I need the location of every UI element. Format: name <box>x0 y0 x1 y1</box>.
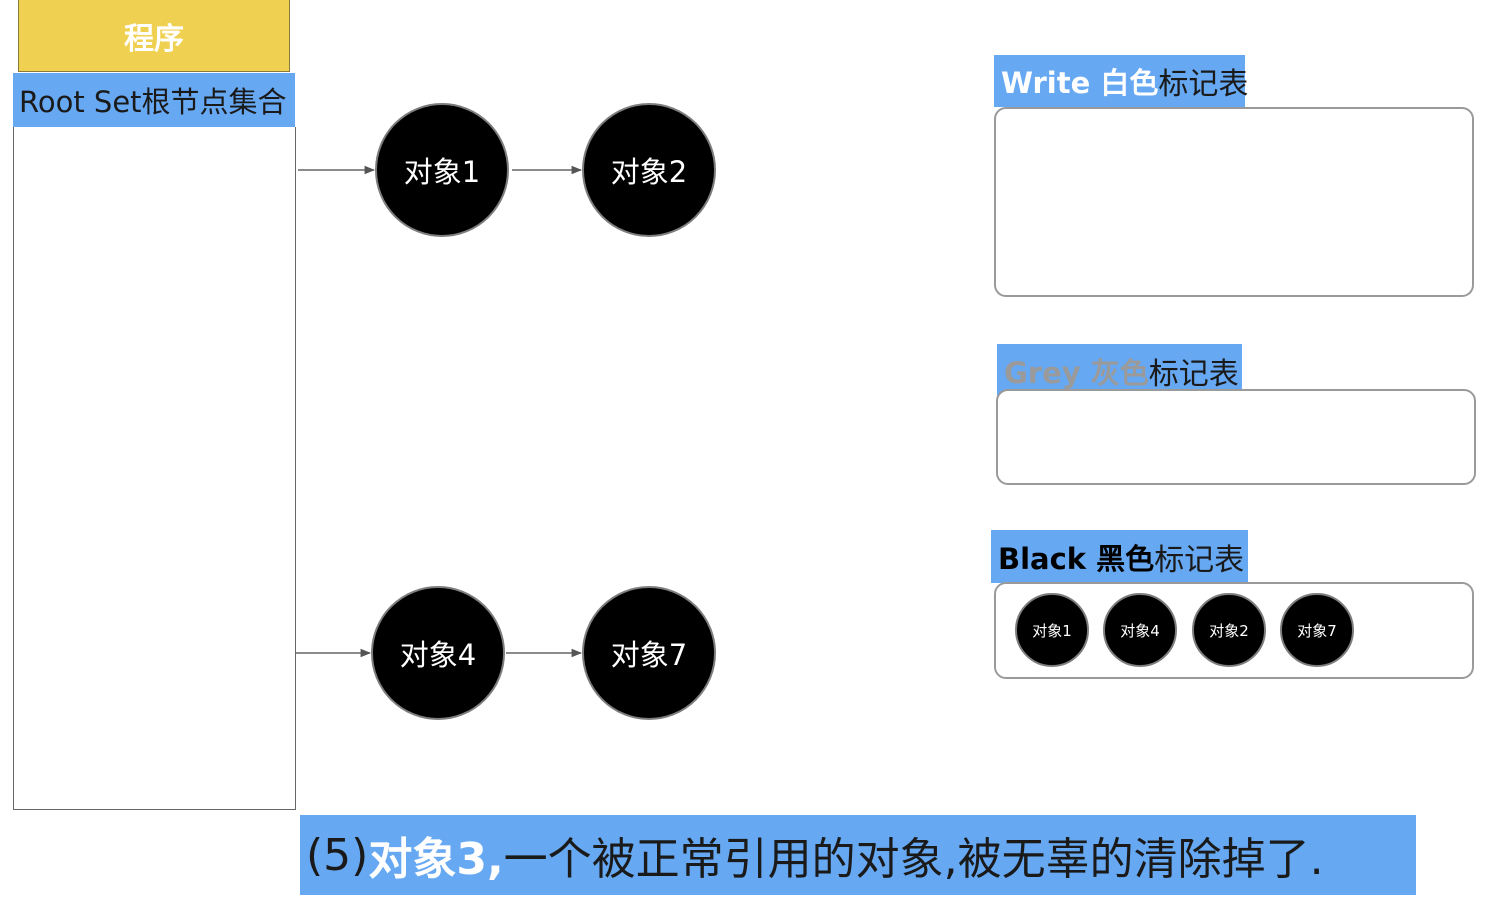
object-node-4: 对象4 <box>371 586 505 720</box>
caption-highlight: 对象3, <box>368 834 504 885</box>
root-set-title: Root Set根节点集合 <box>19 85 287 119</box>
program-header: 程序 <box>18 0 290 72</box>
step-caption: (5) 对象3,一个被正常引用的对象,被无辜的清除掉了. <box>300 815 1416 895</box>
root-set-label: Root Set根节点集合 <box>13 73 295 127</box>
black-table-object-1: 对象1 <box>1015 593 1089 667</box>
black-table-suffix: 标记表 <box>1154 542 1245 578</box>
root-set-cell-4 <box>13 466 296 581</box>
white-table-prefix: Write 白色 <box>1001 66 1159 100</box>
grey-table-prefix: Grey 灰色 <box>1004 355 1149 390</box>
root-set-cell-2 <box>13 240 296 354</box>
caption-rest: 一个被正常引用的对象,被无辜的清除掉了. <box>503 834 1324 885</box>
black-table-object-7-label: 对象7 <box>1297 621 1337 640</box>
object-node-2: 对象2 <box>582 103 716 237</box>
white-mark-table <box>994 107 1474 297</box>
object-node-7-label: 对象7 <box>610 638 688 672</box>
grey-table-label: Grey 灰色 标记表 <box>997 344 1242 397</box>
black-table-label: Black 黑色 标记表 <box>991 530 1248 583</box>
grey-mark-table <box>996 389 1476 485</box>
object-node-2-label: 对象2 <box>610 155 688 189</box>
object-node-4-label: 对象4 <box>399 638 477 672</box>
grey-table-suffix: 标记表 <box>1148 356 1239 392</box>
black-table-object-4: 对象4 <box>1103 593 1177 667</box>
black-table-prefix: Black 黑色 <box>998 541 1155 576</box>
black-table-object-4-label: 对象4 <box>1120 621 1160 640</box>
black-table-object-2: 对象2 <box>1192 593 1266 667</box>
caption-step: (5) <box>306 829 369 881</box>
object-node-1-label: 对象1 <box>403 155 481 189</box>
root-set-cell-6 <box>13 693 296 810</box>
object-node-1: 对象1 <box>375 103 509 237</box>
white-table-suffix: 标记表 <box>1158 67 1249 102</box>
black-table-object-1-label: 对象1 <box>1032 621 1072 640</box>
object-node-7: 对象7 <box>582 586 716 720</box>
black-table-object-7: 对象7 <box>1280 593 1354 667</box>
black-table-object-2-label: 对象2 <box>1209 621 1249 640</box>
white-table-label: Write 白色 标记表 <box>994 55 1249 107</box>
program-title: 程序 <box>124 21 184 57</box>
